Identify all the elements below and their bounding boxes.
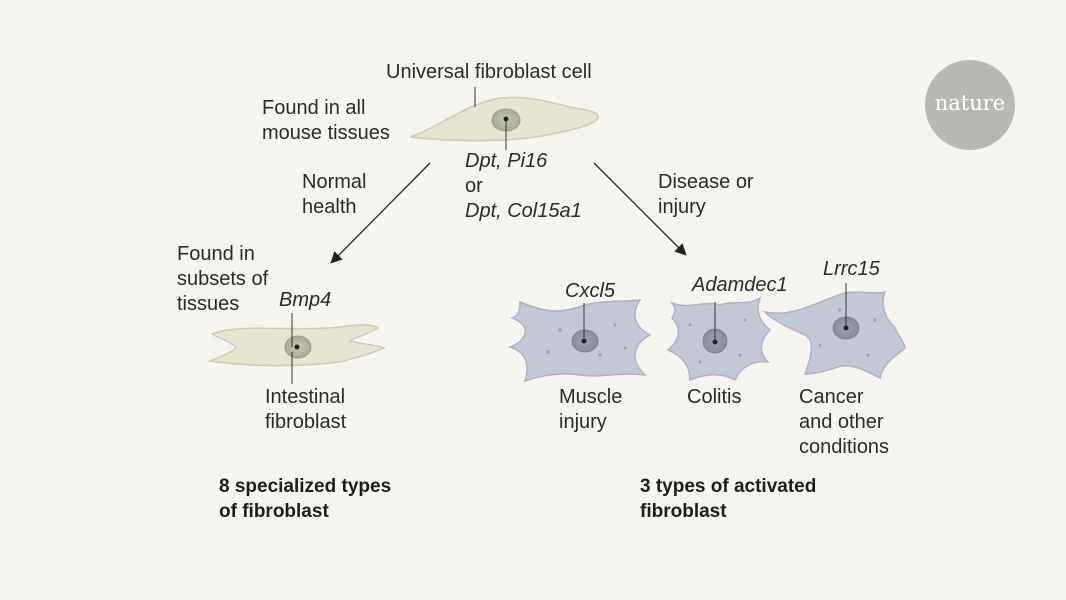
nature-logo: nature [925,60,1015,150]
universal-fibroblast-cell [409,96,599,142]
activated-cell-lrrc15 [762,290,906,380]
activated-cell-cxcl5 [507,299,652,383]
markers-or: or [465,175,483,197]
marker-lrrc15: Lrrc15 [823,258,880,280]
marker-cxcl5: Cxcl5 [565,280,616,302]
disease-injury-label: Disease or injury [658,171,754,218]
normal-health-label: Normal health [302,171,367,218]
marker-bmp4: Bmp4 [279,289,332,311]
activated-types-summary: 3 types of activated fibroblast [640,476,817,522]
specialized-types-summary: 8 specialized types of fibroblast [219,476,392,522]
markers-dpt-col15a1: Dpt, Col15a1 [465,200,582,222]
cancer-conditions-label: Cancer and other conditions [799,386,890,458]
subset-location-label: Found in subsets of tissues [177,243,269,315]
activated-cell-adamdec1 [666,296,772,382]
universal-fibroblast-title: Universal fibroblast cell [386,61,592,83]
intestinal-fibroblast-label: Intestinal fibroblast [265,386,347,433]
markers-dpt-pi16: Dpt, Pi16 [465,150,548,172]
colitis-label: Colitis [687,386,742,408]
arrow-normal-health [330,162,431,264]
nature-logo-text: nature [934,91,1006,115]
universal-location-label: Found in all mouse tissues [262,97,390,144]
intestinal-fibroblast-cell [207,324,386,367]
arrow-disease-injury [593,162,687,256]
marker-adamdec1: Adamdec1 [692,274,788,296]
muscle-injury-label: Muscle injury [559,386,623,433]
